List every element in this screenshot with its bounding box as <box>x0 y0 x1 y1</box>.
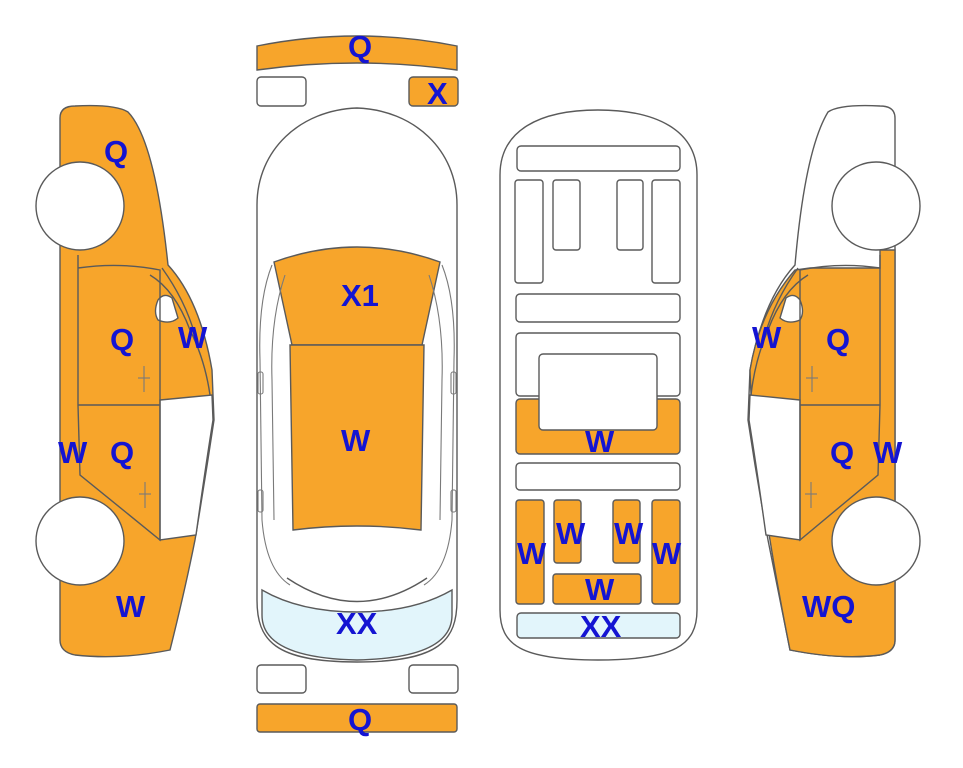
floor-rear-cross-upper[interactable] <box>515 462 681 491</box>
top-roof[interactable] <box>289 344 425 531</box>
top-left-mirror <box>257 371 264 395</box>
floor-rear-right-inner-label: W <box>614 516 644 551</box>
right-rear-wheel <box>831 496 921 586</box>
left-door-lines <box>77 255 196 542</box>
right-front-wheel <box>831 161 921 251</box>
left-front-handle <box>138 366 150 392</box>
floor-front-bar[interactable] <box>516 145 681 172</box>
rear-bumper-label: Q <box>348 702 372 737</box>
floor-rear-left-outer[interactable] <box>515 499 545 605</box>
rear-bumper[interactable] <box>256 703 458 733</box>
right-front-handle <box>806 366 818 392</box>
top-right-window-line <box>423 264 455 586</box>
left-quarter-window[interactable] <box>154 294 179 323</box>
floor-front-left-inner[interactable] <box>552 179 581 251</box>
right-rear-door-label: Q <box>830 435 854 470</box>
floor-rear-right-inner[interactable] <box>612 499 641 564</box>
right-rocker-label: W <box>873 435 903 470</box>
top-hood-label: X1 <box>341 278 379 313</box>
floor-front-right-inner[interactable] <box>616 179 644 251</box>
front-small-right-label: X <box>427 76 448 111</box>
right-door-lines <box>764 255 881 542</box>
floor-rear-end-label: XX <box>580 609 622 644</box>
right-quarter-window[interactable] <box>779 294 804 323</box>
top-roof-label: W <box>341 423 371 458</box>
left-a-pillar-label: W <box>178 320 208 355</box>
front-right-light[interactable] <box>408 76 459 107</box>
left-rear-wheel <box>35 496 125 586</box>
top-right-handle <box>450 489 457 513</box>
floor-rear-left-outer-label: W <box>517 536 547 571</box>
left-front-wheel <box>35 161 125 251</box>
left-front-door-label: Q <box>110 322 134 357</box>
right-rear-handle <box>805 482 817 508</box>
rear-right-light[interactable] <box>408 664 459 694</box>
floor-rear-end[interactable] <box>516 612 681 639</box>
right-window-rear[interactable] <box>748 394 801 541</box>
right-front-door-label: Q <box>826 322 850 357</box>
floor-middle-panel-label: W <box>585 424 615 459</box>
left-a-pillar-line <box>149 274 211 396</box>
right-a-pillar-line <box>750 274 809 396</box>
top-hood[interactable] <box>273 246 441 346</box>
floor-front-left-rail[interactable] <box>514 179 544 284</box>
floor-cross-bar[interactable] <box>515 293 681 323</box>
left-rear-handle <box>139 482 151 508</box>
front-left-light[interactable] <box>256 76 307 107</box>
left-rocker-label: W <box>58 435 88 470</box>
right-quarter-label: WQ <box>802 589 855 624</box>
top-rear-window[interactable] <box>261 588 453 661</box>
top-left-handle <box>257 489 264 513</box>
front-bumper-label: Q <box>348 29 372 64</box>
floor-rear-cross[interactable] <box>552 573 642 605</box>
top-right-mirror <box>450 371 457 395</box>
left-quarter-label: W <box>116 589 146 624</box>
right-a-pillar-label: W <box>752 320 782 355</box>
top-rear-window-label: XX <box>336 606 378 641</box>
front-bumper[interactable] <box>256 35 458 71</box>
floor-rear-left-inner-label: W <box>556 516 586 551</box>
top-trunk-line <box>286 577 428 603</box>
rear-left-light[interactable] <box>256 664 307 694</box>
left-window-rear[interactable] <box>159 394 214 541</box>
floor-rear-cross-label: W <box>585 572 615 607</box>
floor-rear-left-inner[interactable] <box>553 499 582 564</box>
left-rear-door-label: Q <box>110 435 134 470</box>
floor-rear-right-outer[interactable] <box>651 499 681 605</box>
floor-front-right-rail[interactable] <box>651 179 681 284</box>
floor-center-box[interactable] <box>538 353 658 431</box>
left-front-fender-label: Q <box>104 134 128 169</box>
top-right-window-line-2 <box>428 274 443 521</box>
top-left-window-line-2 <box>271 274 286 521</box>
top-left-window-line <box>259 264 291 586</box>
floor-rear-right-outer-label: W <box>652 536 682 571</box>
